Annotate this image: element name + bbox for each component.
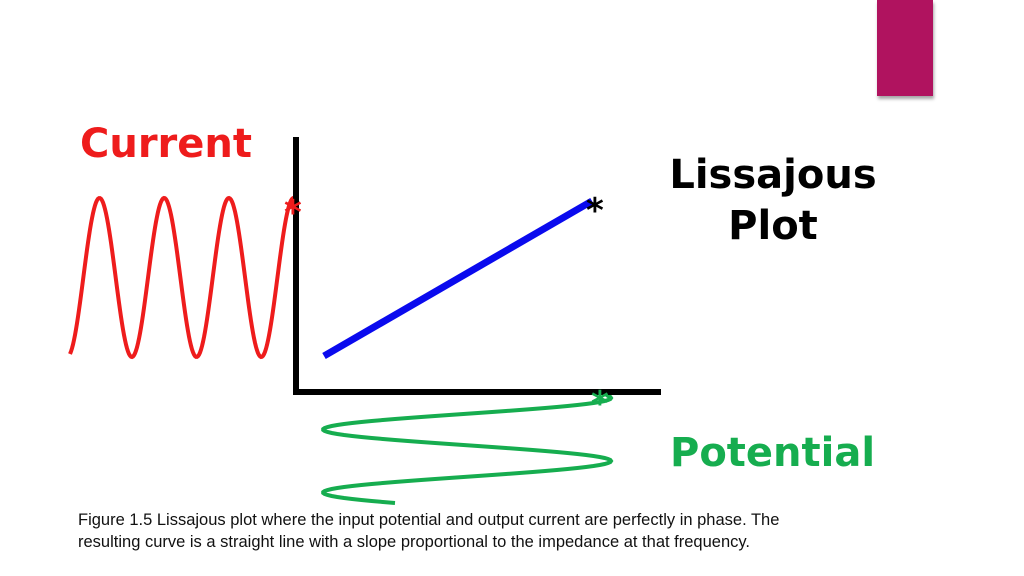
lissajous-line (322, 197, 594, 360)
plot-title-line2: Plot (728, 203, 818, 249)
caption-line-1: Figure 1.5 Lissajous plot where the inpu… (78, 511, 780, 529)
plot-title-line1: Lissajous (669, 152, 876, 198)
potential-label: Potential (670, 430, 875, 476)
potential-sine-wave (321, 390, 614, 505)
current-sine-wave (68, 195, 299, 360)
caption-line-2: resulting curve is a straight line with … (78, 533, 750, 551)
slide-accent-bar (877, 0, 933, 96)
lissajous-end-star: * (586, 191, 604, 231)
current-label: Current (80, 121, 252, 167)
current-peak-star: * (284, 193, 302, 233)
potential-peak-star: * (591, 384, 609, 424)
figure-caption: Figure 1.5 Lissajous plot where the inpu… (78, 509, 998, 553)
